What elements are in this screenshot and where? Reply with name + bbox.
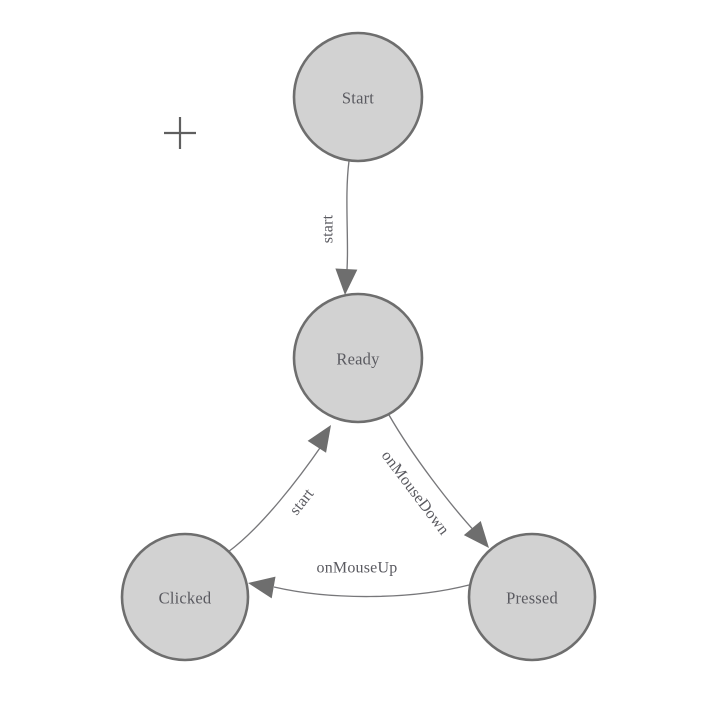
arrowhead-start-to-ready <box>335 268 358 295</box>
node-label-start: Start <box>342 89 374 108</box>
plus-marker <box>164 117 196 149</box>
edge-label-ready-to-pressed: onMouseDown <box>378 448 452 539</box>
markers-layer <box>164 117 196 149</box>
edge-label-start-to-ready: start <box>320 214 337 243</box>
node-label-pressed: Pressed <box>506 589 558 608</box>
edge-label-clicked-to-ready: start <box>287 485 318 518</box>
edge-label-pressed-to-clicked: onMouseUp <box>317 560 398 577</box>
edge-path-ready-to-pressed <box>388 414 479 536</box>
arrowhead-clicked-to-ready <box>307 425 331 453</box>
node-shape-start[interactable] <box>292 31 424 163</box>
edge-clicked-to-ready[interactable]: start <box>227 419 340 553</box>
arrowhead-pressed-to-clicked <box>248 576 276 599</box>
arrowhead-ready-to-pressed <box>463 521 489 548</box>
node-pressed[interactable]: Pressed <box>467 532 597 662</box>
edge-path-clicked-to-ready <box>227 444 323 553</box>
node-clicked[interactable]: Clicked <box>120 532 250 662</box>
edge-pressed-to-clicked[interactable]: onMouseUp <box>246 560 470 599</box>
edge-ready-to-pressed[interactable]: onMouseDown <box>378 414 498 555</box>
edge-start-to-ready[interactable]: start <box>320 160 358 296</box>
node-label-clicked: Clicked <box>159 589 212 608</box>
edge-path-start-to-ready <box>345 160 350 283</box>
node-shape-clicked[interactable] <box>120 532 250 662</box>
edge-path-pressed-to-clicked <box>273 584 470 598</box>
node-start[interactable]: Start <box>292 31 424 163</box>
node-ready[interactable]: Ready <box>292 292 424 424</box>
node-label-ready: Ready <box>336 350 380 369</box>
node-shape-pressed[interactable] <box>467 532 597 662</box>
node-shape-ready[interactable] <box>292 292 424 424</box>
